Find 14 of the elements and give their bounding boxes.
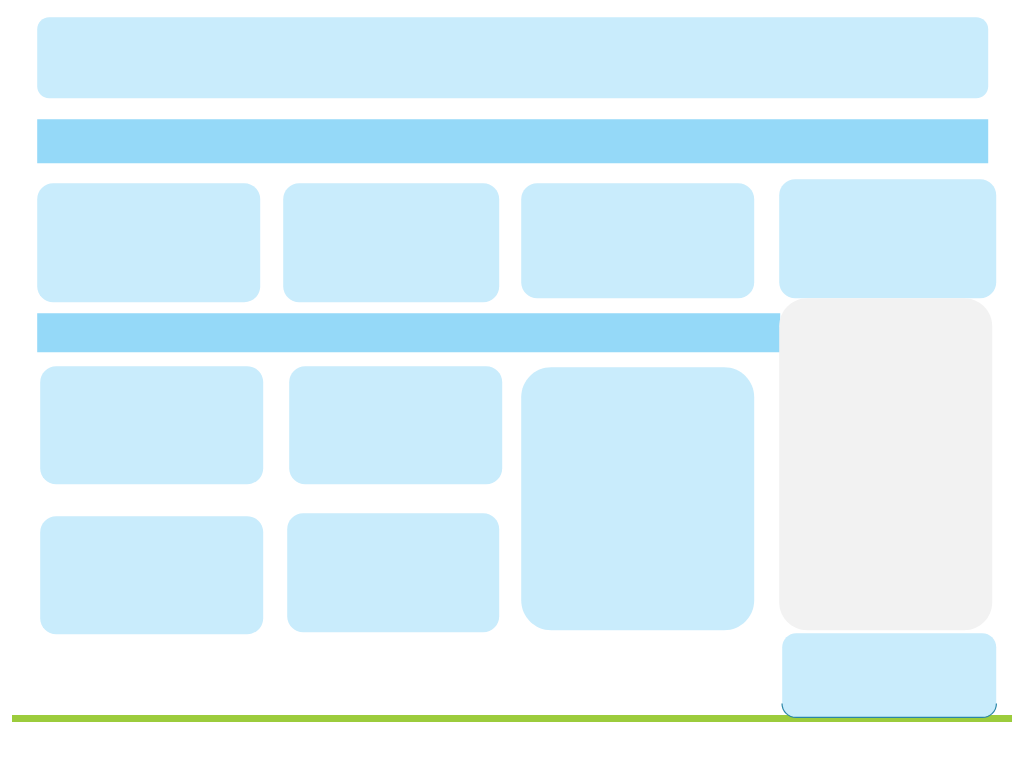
rounded-box <box>779 298 993 631</box>
rounded-box <box>283 183 500 303</box>
rounded-box <box>781 633 997 718</box>
banner-bar <box>37 313 781 353</box>
rounded-box <box>40 366 264 485</box>
rounded-box <box>37 17 989 99</box>
rounded-box <box>287 513 500 633</box>
rounded-box <box>521 367 755 631</box>
rounded-box <box>779 179 997 299</box>
rounded-box <box>40 516 264 635</box>
rounded-box <box>37 183 261 303</box>
rounded-box <box>521 183 755 299</box>
rounded-box <box>289 366 503 485</box>
banner-bar <box>37 119 989 164</box>
